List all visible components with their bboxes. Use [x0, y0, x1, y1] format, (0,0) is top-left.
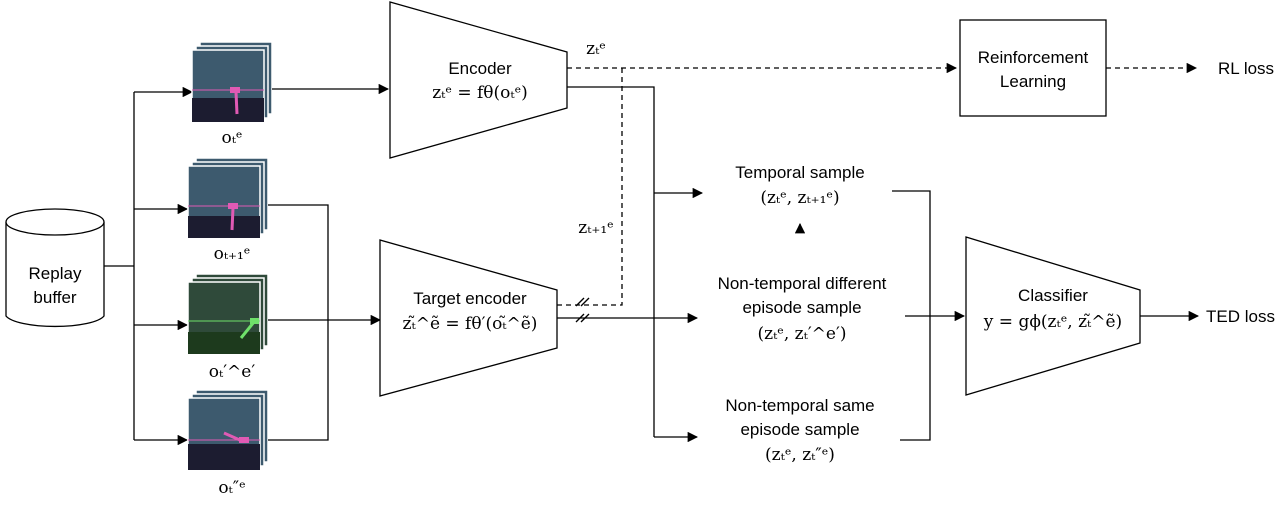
same-episode-title-2: episode sample: [740, 420, 859, 439]
target-encoder-formula: zₜ̃^ẽ = fθ′(oₜ̃^ẽ): [403, 314, 538, 334]
same-episode-formula: (zₜᵉ, zₜ″ᵉ): [765, 445, 835, 465]
encoder-title: Encoder: [448, 59, 512, 78]
diff-episode-title-2: episode sample: [742, 298, 861, 317]
rl-label-2: Learning: [1000, 72, 1066, 91]
dashed-edges: [557, 62, 1198, 306]
buffer-label-2: buffer: [33, 288, 77, 307]
target-encoder-block: Target encoder zₜ̃^ẽ = fθ′(oₜ̃^ẽ): [379, 239, 558, 397]
edge-label-zt: zₜᵉ: [586, 39, 606, 59]
obs-stack-t-double-prime: [187, 389, 269, 471]
rl-loss-label: RL loss: [1218, 59, 1274, 78]
temporal-sample-title: Temporal sample: [735, 163, 864, 182]
obs-stack-t-prime: [187, 273, 269, 355]
obs-stack-t1: [187, 157, 269, 239]
ted-loss-label: TED loss: [1206, 307, 1275, 326]
obs-to-encoder-edges: [268, 83, 390, 441]
classifier-block: Classifier y = gϕ(zₜᵉ, zₜ̃^ẽ): [965, 236, 1141, 396]
diff-episode-sample: Non-temporal different episode sample (z…: [718, 274, 887, 344]
diff-episode-title-1: Non-temporal different: [718, 274, 887, 293]
buffer-label-1: Replay: [29, 264, 82, 283]
same-episode-sample: Non-temporal same episode sample (zₜᵉ, z…: [725, 396, 874, 465]
obs-label-t1: oₜ₊₁ᵉ: [214, 244, 251, 264]
classifier-title: Classifier: [1018, 286, 1088, 305]
temporal-sample-formula: (zₜᵉ, zₜ₊₁ᵉ): [760, 188, 839, 208]
same-episode-title-1: Non-temporal same: [725, 396, 874, 415]
diff-episode-formula: (zₜᵉ, zₜ′^e′): [758, 324, 847, 344]
encoder-block: Encoder zₜᵉ = fθ(oₜᵉ): [389, 1, 568, 159]
replay-buffer: Replay buffer: [5, 208, 105, 328]
target-encoder-title: Target encoder: [413, 289, 527, 308]
classifier-formula: y = gϕ(zₜᵉ, zₜ̃^ẽ): [983, 312, 1122, 332]
rl-label-1: Reinforcement: [978, 48, 1089, 67]
obs-stack-t: [191, 41, 273, 123]
encoder-formula: zₜᵉ = fθ(oₜᵉ): [432, 83, 528, 103]
temporal-sample: Temporal sample (zₜᵉ, zₜ₊₁ᵉ): [735, 163, 864, 208]
sample-edges: [557, 86, 806, 443]
obs-label-t-prime: oₜ′^e′: [209, 362, 256, 382]
edge-label-zt1: zₜ₊₁ᵉ: [578, 218, 614, 238]
samples-to-classifier-edges: [892, 190, 1200, 441]
obs-label-t-double-prime: oₜ″ᵉ: [218, 478, 245, 498]
rl-block: Reinforcement Learning: [959, 19, 1107, 117]
buffer-connectors: [104, 86, 194, 446]
obs-label-t: oₜᵉ: [221, 128, 242, 148]
